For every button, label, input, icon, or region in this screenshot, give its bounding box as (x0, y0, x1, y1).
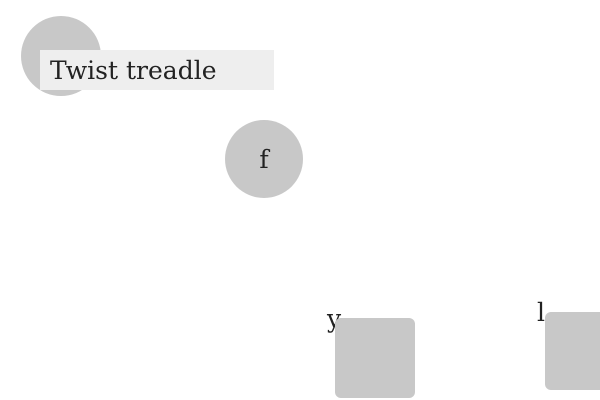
node-l-label: l (537, 298, 545, 327)
node-f-circle[interactable]: f (225, 120, 303, 198)
title-banner: Twist treadle (40, 50, 274, 90)
page-title: Twist treadle (50, 55, 217, 85)
node-f-label: f (259, 144, 269, 174)
node-y-square[interactable] (335, 318, 415, 398)
node-l-square[interactable] (545, 312, 600, 390)
